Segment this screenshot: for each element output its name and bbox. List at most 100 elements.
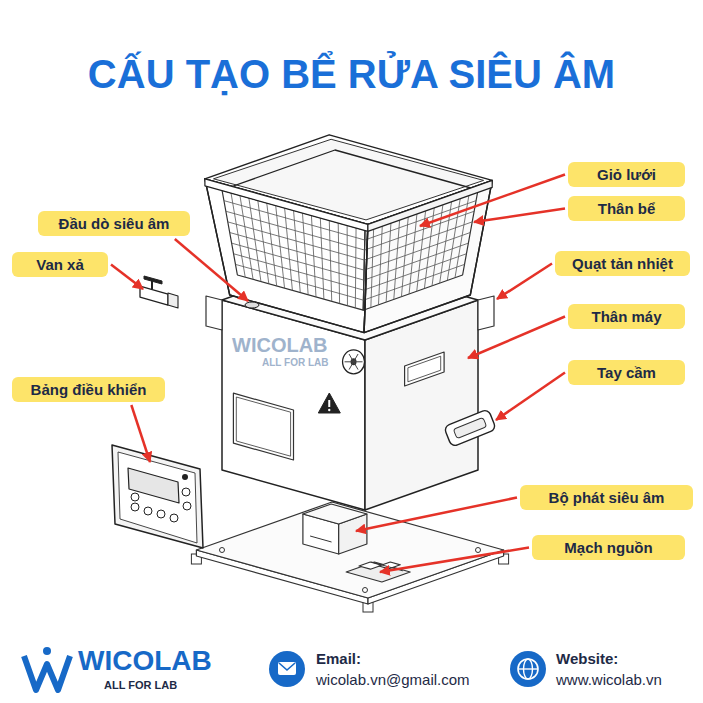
watermark: WICOLAB (232, 334, 328, 357)
panel-button (144, 507, 152, 515)
part-name: Bảng điều khiển (22, 381, 155, 398)
leader-arrow (380, 548, 529, 573)
leader-arrow (474, 209, 565, 223)
valve-body (140, 286, 168, 305)
panel-button (157, 510, 165, 518)
callout-label: Thân máy (568, 304, 685, 329)
callout-label: Đầu dò siêu âm (38, 211, 190, 236)
brand-name: WICOLAB (78, 645, 212, 677)
board-part (359, 562, 382, 569)
leader-arrow (468, 317, 565, 359)
globe-equator (518, 668, 538, 669)
basket-mesh (365, 211, 475, 250)
tank-outline (364, 180, 492, 332)
basket-mesh (232, 243, 364, 280)
valve-outlet (168, 293, 178, 308)
warning-mark (328, 400, 330, 407)
leader-arrow (356, 498, 517, 532)
contact-value: wicolab.vn@gmail.com (316, 671, 470, 688)
part-name: Mạch nguồn (542, 539, 675, 556)
email-icon (269, 651, 305, 687)
part-name: Tay cầm (578, 364, 675, 381)
brand-tagline: ALL FOR LAB (104, 679, 177, 692)
plate-hole (363, 588, 368, 593)
envelope (278, 662, 296, 675)
panel-button (183, 502, 191, 510)
tank-outline (205, 179, 368, 333)
callout-label: Tay cầm (568, 360, 685, 385)
cooling-fan (343, 350, 365, 374)
part-name: Đầu dò siêu âm (48, 215, 180, 232)
control-panel-inner (118, 452, 197, 543)
basket-mesh (230, 233, 364, 271)
transducer-probe (245, 302, 259, 308)
basket-mesh (364, 243, 469, 280)
handle-part (444, 409, 497, 447)
tank-lip (205, 179, 368, 232)
panel-button (182, 488, 190, 496)
leader-arrow (496, 373, 565, 421)
contact-heading: Email: (316, 650, 361, 667)
globe (518, 659, 538, 679)
basket-mesh (364, 254, 467, 290)
fan-blade (349, 354, 358, 370)
logo-mark (24, 656, 70, 690)
part-name: Thân máy (578, 308, 675, 325)
part-name: Bộ phát siêu âm (530, 489, 683, 506)
panel-button (170, 514, 178, 522)
part-name: Thân bể (578, 200, 675, 217)
callout-label: Mạch nguồn (532, 535, 685, 560)
leader-arrow (131, 405, 150, 462)
contact-heading: Website: (556, 650, 618, 667)
web-icon (510, 651, 546, 687)
leader-arrow (497, 264, 552, 300)
callout-label: Giỏ lưới (568, 162, 685, 187)
base-plate (196, 502, 503, 598)
side-handle (478, 296, 494, 330)
callout-label: Bộ phát siêu âm (520, 485, 693, 510)
basket-mesh (228, 222, 365, 260)
basket-mesh (363, 264, 464, 300)
tank-rim (205, 135, 492, 225)
callout-label: Quạt tản nhiệt (555, 251, 690, 276)
body-slot (405, 352, 445, 386)
warning-dot (328, 409, 330, 411)
warning-symbol (318, 393, 340, 413)
callout-label: Bảng điều khiển (12, 377, 165, 402)
body-window (233, 393, 293, 460)
valve-lever (144, 276, 162, 284)
side-handle (206, 296, 222, 330)
power-board (346, 562, 410, 582)
callout-label: Thân bể (568, 196, 685, 221)
body-slot-inner (408, 356, 441, 382)
basket-mesh (364, 222, 472, 260)
panel-button (131, 503, 139, 511)
body-window-inner (236, 397, 290, 456)
basket-mesh (234, 254, 364, 290)
panel-button (131, 493, 139, 501)
generator-detail (310, 536, 331, 542)
fan-blade (349, 354, 358, 370)
part-name: Quạt tản nhiệt (565, 255, 680, 272)
part-name: Giỏ lưới (578, 166, 675, 183)
title: CẤU TẠO BỂ RỬA SIÊU ÂM (0, 50, 703, 98)
envelope-flap (279, 663, 295, 670)
watermark-tagline: ALL FOR LAB (262, 357, 328, 369)
handle-grip (453, 417, 486, 438)
leader-arrow (175, 239, 248, 301)
leader-arrow (420, 175, 565, 227)
panel-led (182, 474, 188, 480)
part-name: Van xả (22, 256, 98, 273)
basket-mesh (235, 264, 363, 300)
control-panel (112, 445, 203, 548)
panel-screen (128, 468, 179, 503)
basket-mesh (364, 233, 470, 271)
callout-label: Van xả (12, 252, 108, 277)
logo-dot (43, 647, 51, 655)
contact-value: www.wicolab.vn (556, 671, 662, 688)
